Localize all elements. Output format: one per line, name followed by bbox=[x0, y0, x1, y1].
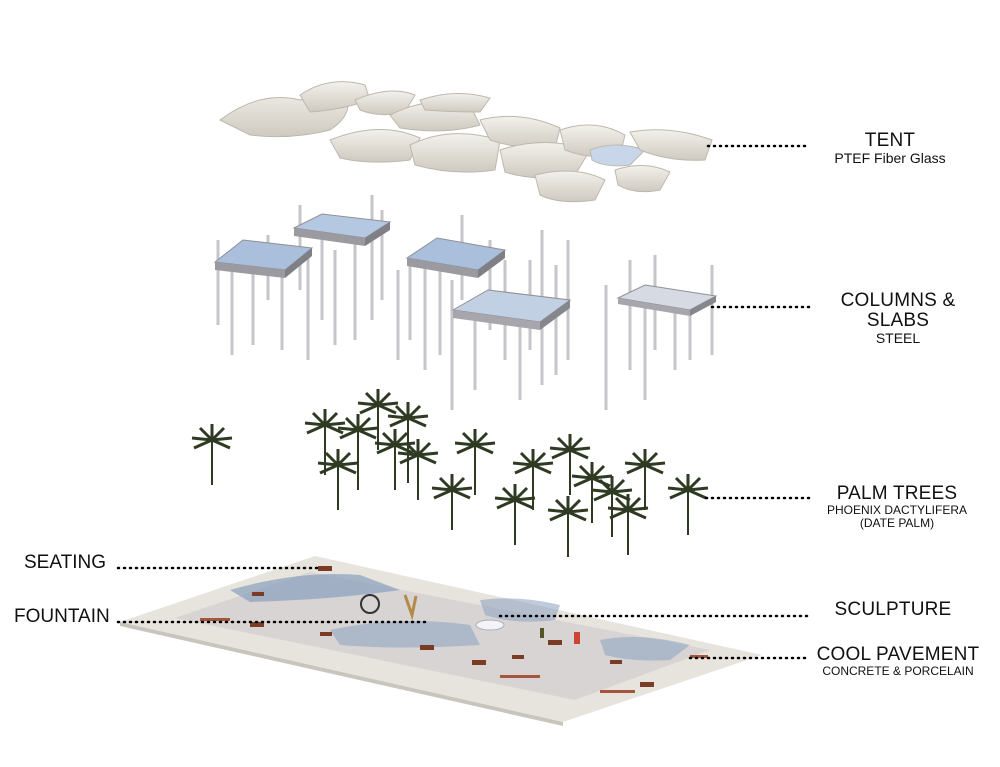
palm-tree bbox=[591, 476, 633, 537]
palm-tree bbox=[512, 449, 554, 510]
label-columns-slabs-title: COLUMNS & SLABS bbox=[840, 290, 956, 331]
palm-tree bbox=[607, 494, 649, 555]
label-palm-trees: PALM TREES PHOENIX DACTYLIFERA (DATE PAL… bbox=[812, 484, 982, 529]
palm-tree bbox=[317, 449, 359, 510]
label-fountain: FOUNTAIN bbox=[14, 606, 110, 627]
label-palm-trees-common-name: (DATE PALM) bbox=[859, 515, 935, 530]
palm-tree bbox=[304, 409, 346, 475]
label-palm-trees-species: PHOENIX DACTYLIFERA bbox=[826, 502, 968, 517]
palm-tree bbox=[624, 449, 666, 510]
label-tent-material: PTEF Fiber Glass bbox=[834, 149, 946, 166]
palm-tree bbox=[374, 429, 416, 490]
label-columns-slabs: COLUMNS & SLABS STEEL bbox=[808, 291, 988, 346]
palm-tree bbox=[191, 424, 233, 485]
palm-trees-layer bbox=[191, 389, 709, 557]
pavement-layer bbox=[120, 556, 762, 726]
slabs-layer bbox=[213, 213, 718, 330]
label-seating: SEATING bbox=[24, 552, 106, 573]
palm-tree bbox=[494, 484, 536, 545]
label-sculpture: SCULPTURE bbox=[818, 600, 968, 620]
tent-canopy-layer bbox=[219, 81, 713, 203]
palm-tree bbox=[337, 414, 379, 490]
label-tent-title: TENT bbox=[864, 130, 916, 151]
label-cool-pavement-material: CONCRETE & PORCELAIN bbox=[822, 663, 974, 678]
palm-tree bbox=[431, 474, 473, 530]
label-palm-trees-title: PALM TREES bbox=[836, 483, 958, 504]
label-tent: TENT PTEF Fiber Glass bbox=[820, 131, 960, 166]
palm-tree bbox=[397, 439, 439, 500]
label-cool-pavement: COOL PAVEMENT CONCRETE & PORCELAIN bbox=[808, 645, 988, 678]
palm-tree bbox=[547, 496, 589, 557]
palm-tree bbox=[549, 434, 591, 495]
palm-tree bbox=[667, 474, 709, 535]
label-cool-pavement-title: COOL PAVEMENT bbox=[816, 644, 980, 665]
palm-tree bbox=[454, 429, 496, 495]
leader-lines bbox=[116, 144, 812, 660]
label-columns-slabs-material: STEEL bbox=[875, 329, 921, 346]
label-sculpture-title: SCULPTURE bbox=[834, 599, 952, 620]
